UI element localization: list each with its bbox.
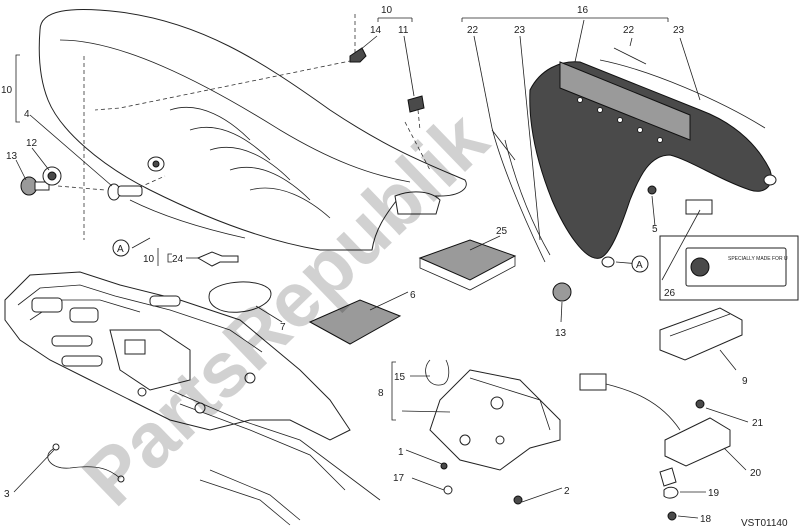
label-24: 24 [172, 254, 184, 265]
label-2: 2 [564, 486, 570, 497]
frame-drawing [4, 271, 381, 526]
leader-lines [13, 17, 749, 519]
label-4: 4 [24, 109, 30, 120]
sticker-text: SPECIALLY MADE FOR U [728, 256, 788, 262]
label-22-left: 22 [467, 25, 479, 36]
label-17: 17 [393, 473, 405, 484]
label-13-left: 13 [6, 151, 18, 162]
label-9: 9 [742, 376, 748, 387]
seat-drawing [38, 8, 467, 251]
label-16: 16 [577, 5, 589, 16]
label-23-left: 23 [514, 25, 526, 36]
label-8: 8 [378, 388, 384, 399]
label-1: 1 [398, 447, 404, 458]
grommet-12-drawing [42, 166, 62, 186]
ref-circle-a-left [112, 239, 130, 257]
label-10-left: 10 [1, 85, 13, 96]
ref-a-right-label: A [636, 260, 643, 271]
ref-a-left-label: A [117, 244, 124, 255]
pin-4-drawing [107, 183, 143, 201]
label-5: 5 [652, 224, 658, 235]
label-22-right: 22 [623, 25, 635, 36]
label-3: 3 [4, 489, 10, 500]
label-6: 6 [410, 290, 416, 301]
label-14: 14 [370, 25, 382, 36]
label-18: 18 [700, 514, 712, 525]
knob-13-drawing [20, 176, 50, 196]
label-10-bottom: 10 [143, 254, 155, 265]
label-7: 7 [280, 322, 286, 333]
label-13-right: 13 [555, 328, 567, 339]
label-23-right: 23 [673, 25, 685, 36]
label-25: 25 [496, 226, 508, 237]
label-21: 21 [752, 418, 764, 429]
label-20: 20 [750, 468, 762, 479]
label-26: 26 [664, 288, 676, 299]
label-10-top: 10 [381, 5, 393, 16]
tail-cover-drawing [529, 61, 777, 268]
ref-circle-a-right [631, 255, 649, 273]
label-15: 15 [394, 372, 406, 383]
label-11: 11 [398, 25, 409, 36]
drawing-code: VST01140 [741, 518, 788, 529]
label-12: 12 [26, 138, 38, 149]
label-19: 19 [708, 488, 720, 499]
